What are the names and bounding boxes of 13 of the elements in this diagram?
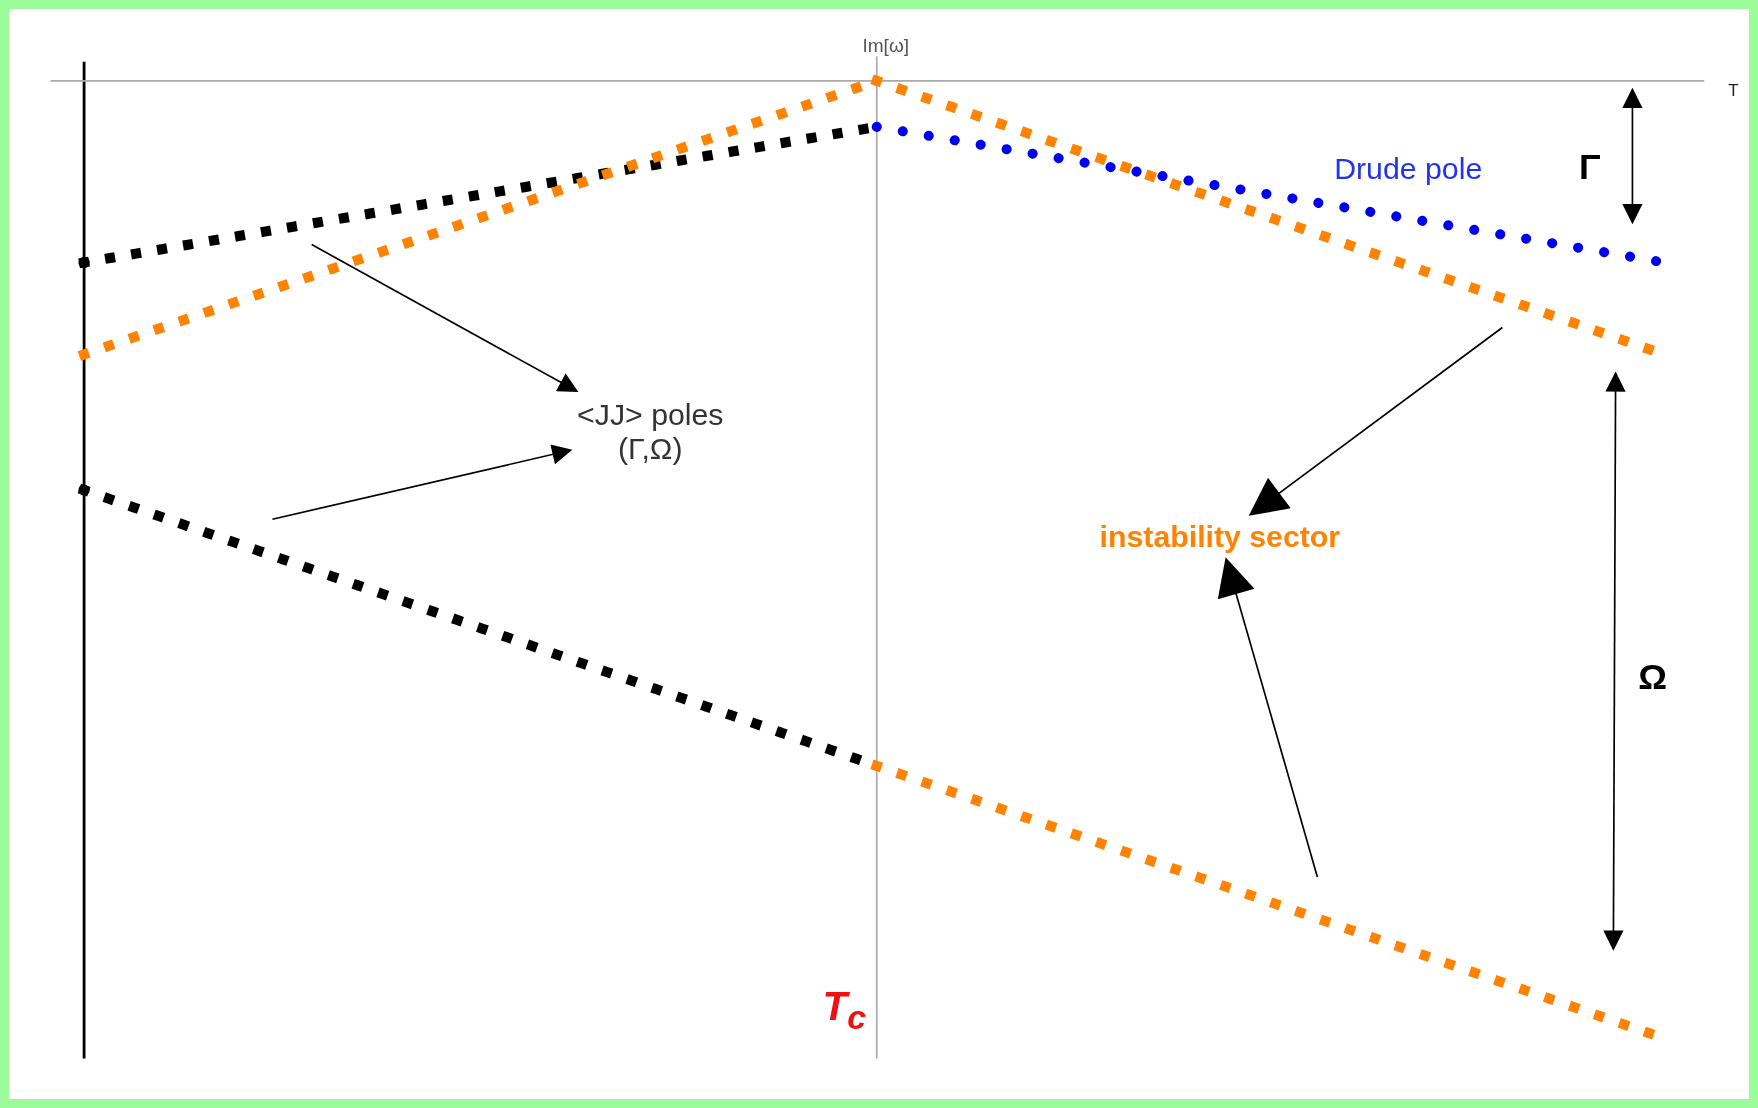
dimension-label: Γ: [1579, 147, 1601, 189]
pole-label: <JJ> poles: [577, 397, 724, 432]
sector-label: instability sector: [1099, 520, 1341, 555]
axis-label: Im[ω]: [862, 35, 910, 57]
axis-label: T: [1728, 81, 1739, 101]
dimension-label: Ω: [1638, 657, 1667, 699]
leader-arrow: [1248, 326, 1504, 516]
pole-label: (Γ,Ω): [617, 431, 684, 466]
leader-arrow: [310, 243, 579, 393]
temperature-label: T$_{c}$: [822, 982, 866, 1038]
leader-arrow: [1217, 557, 1319, 878]
leader-arrow: [271, 444, 573, 521]
curve-label: Drude pole: [1334, 151, 1483, 187]
